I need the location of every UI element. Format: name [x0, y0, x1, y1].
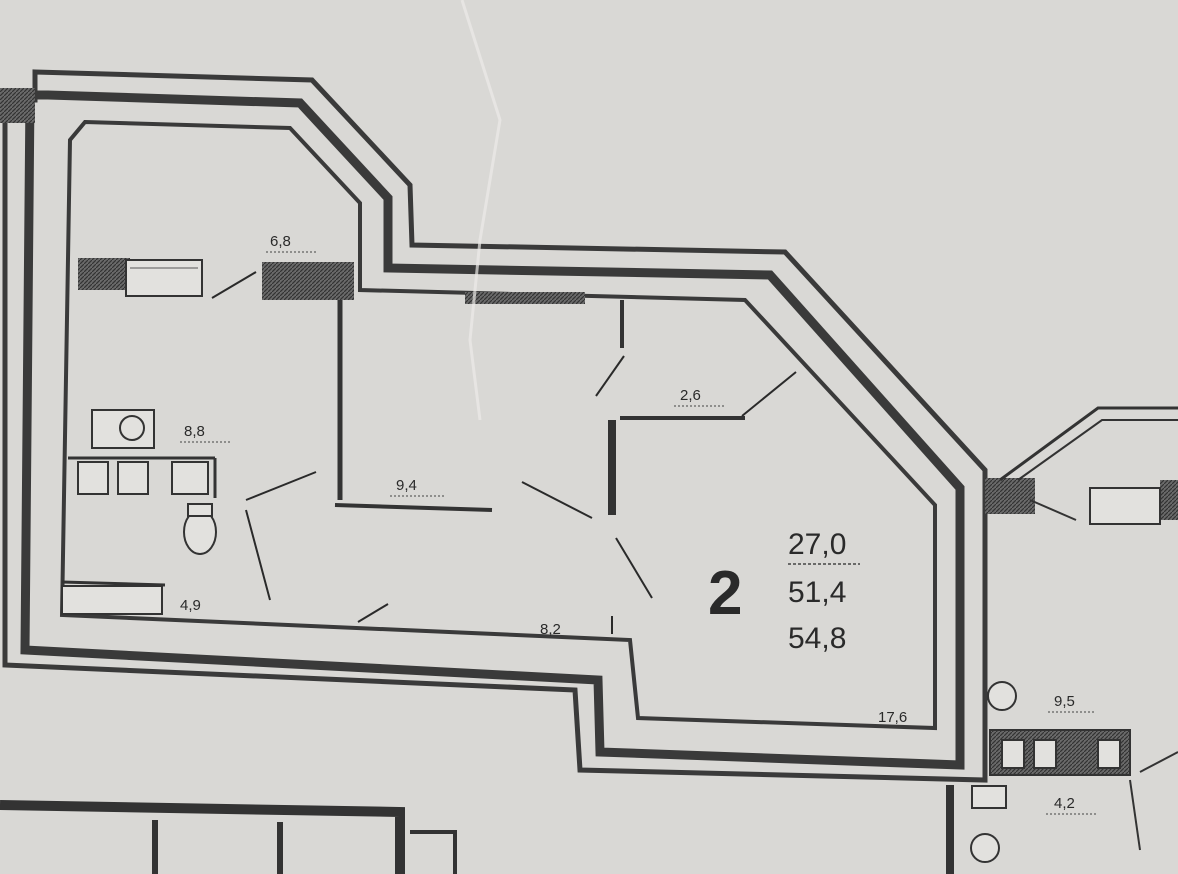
room-count: 2: [708, 559, 742, 628]
radiator-neighbor: [1089, 487, 1161, 525]
label-corridor: 8,2: [540, 621, 561, 638]
bottom-wall-1: [0, 800, 405, 874]
label-room-large: 17,6: [878, 709, 907, 726]
bottom-fixture: [970, 833, 1000, 863]
label-room-small: 9,4: [396, 477, 417, 494]
living-area: 27,0: [788, 528, 846, 561]
door-neighbor: [1029, 499, 1077, 521]
door-balcony: [211, 271, 257, 299]
door-room-large: [615, 537, 653, 599]
bottom-apartment: [0, 785, 1007, 874]
door-kitchen-2: [245, 509, 271, 601]
neighbor-sink-1: [1001, 739, 1025, 769]
outer-wall-middle: [20, 90, 965, 770]
paper-crease: [460, 0, 502, 421]
wall-block-balcony-right: [262, 262, 354, 300]
radiator-balcony: [125, 259, 203, 297]
doors: [211, 271, 797, 634]
total-area-with-balcony: 54,8: [788, 622, 846, 655]
partition-room-bottom: [334, 503, 493, 512]
bathroom-fixtures: [61, 503, 217, 615]
toilet-tank: [187, 503, 213, 517]
total-area: 51,4: [788, 576, 846, 609]
label-storage: 2,6: [680, 387, 701, 404]
room-labels: 6,8 8,8 9,4 2,6 8,2 4,9 17,6 9,5 4,2: [180, 233, 1096, 815]
apartment-summary: 2 27,0 51,4 54,8: [708, 528, 860, 655]
neighbor-apartment: [987, 406, 1178, 851]
label-bathroom: 4,9: [180, 597, 201, 614]
bottom-wall-4: [410, 830, 457, 874]
outer-wall-inner: [59, 119, 937, 731]
sink-1: [77, 461, 109, 495]
door-corridor: [357, 603, 389, 623]
bathtub: [61, 585, 163, 615]
wall-block-far-right: [1160, 480, 1178, 520]
partition-bath-bottom: [61, 580, 166, 587]
neighbor-door-2: [1139, 751, 1178, 773]
sink-2: [117, 461, 149, 495]
door-room-top: [595, 355, 625, 397]
neighbor-sink-3: [1097, 739, 1121, 769]
neighbor-wall-top: [999, 406, 1178, 482]
wall-block-top: [465, 292, 585, 304]
wall-block-balcony-left: [78, 258, 130, 290]
partitions: [61, 300, 745, 587]
stove-burner: [119, 415, 145, 441]
door-kitchen-1: [245, 471, 317, 501]
neighbor-sink-2: [1033, 739, 1057, 769]
label-neighbor-bath: 4,2: [1054, 795, 1075, 812]
neighbor-door: [1129, 779, 1141, 851]
label-balcony: 6,8: [270, 233, 291, 250]
bottom-fixture-2: [971, 785, 1007, 809]
kitchen-fixtures: [77, 409, 209, 495]
wall-block-right: [985, 478, 1035, 514]
sink-3: [171, 461, 209, 495]
door-storage: [741, 371, 797, 417]
neighbor-stove: [987, 681, 1017, 711]
neighbor-wall-inner: [1017, 419, 1178, 481]
wall-block-left: [0, 88, 35, 123]
label-kitchen: 8,8: [184, 423, 205, 440]
label-neighbor-kitchen: 9,5: [1054, 693, 1075, 710]
door-room-small: [521, 481, 593, 519]
hatched-walls: [0, 88, 1178, 520]
